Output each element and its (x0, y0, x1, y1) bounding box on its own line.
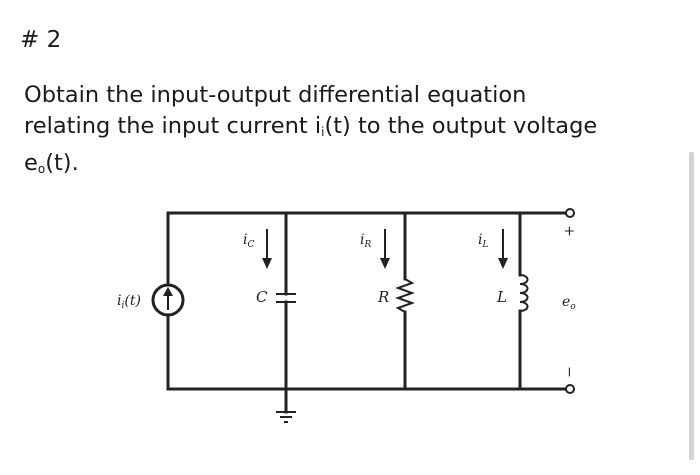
problem-number: # 2 (20, 27, 62, 53)
problem-line-3: eo(t). (24, 148, 684, 185)
problem-line-3-pre: e (24, 150, 38, 176)
arrow-down-icon (380, 258, 390, 269)
ic-label: iC (243, 232, 254, 250)
inductor-label: L (496, 288, 507, 306)
input-subscript: i (321, 125, 325, 139)
scrollbar[interactable] (689, 152, 694, 460)
arrow-down-icon (262, 258, 272, 269)
source-label: ii(t) (117, 293, 141, 311)
current-source (151, 211, 185, 391)
il-label: iL (478, 232, 488, 250)
ir-label: iR (360, 232, 371, 250)
output-terminal-top (565, 208, 575, 218)
problem-line-3-post: (t). (45, 150, 79, 176)
output-terminal-bottom (565, 384, 575, 394)
problem-line-2-start: relating the input current i (24, 113, 322, 139)
arrow-down-icon (498, 258, 508, 269)
inductor-branch (498, 211, 529, 391)
resistor-label: R (377, 288, 389, 306)
capacitor-branch (262, 211, 296, 423)
output-subscript: o (37, 162, 46, 176)
plus-sign: + (561, 225, 577, 237)
problem-statement: Obtain the input-output differential equ… (24, 80, 684, 185)
problem-line-2: relating the input current ii(t) to the … (24, 111, 684, 148)
ground-icon (276, 411, 296, 423)
problem-line-1: Obtain the input-output differential equ… (24, 82, 527, 108)
resistor-branch (380, 211, 415, 391)
problem-line-2-mid: (t) to the output voltage (324, 113, 598, 139)
capacitor-label: C (256, 288, 268, 306)
output-voltage-label: eo (562, 294, 576, 312)
minus-sign: − (561, 366, 577, 378)
resistor-zigzag (395, 278, 415, 313)
inductor-coil (519, 274, 529, 312)
arrow-up-icon (163, 287, 173, 296)
